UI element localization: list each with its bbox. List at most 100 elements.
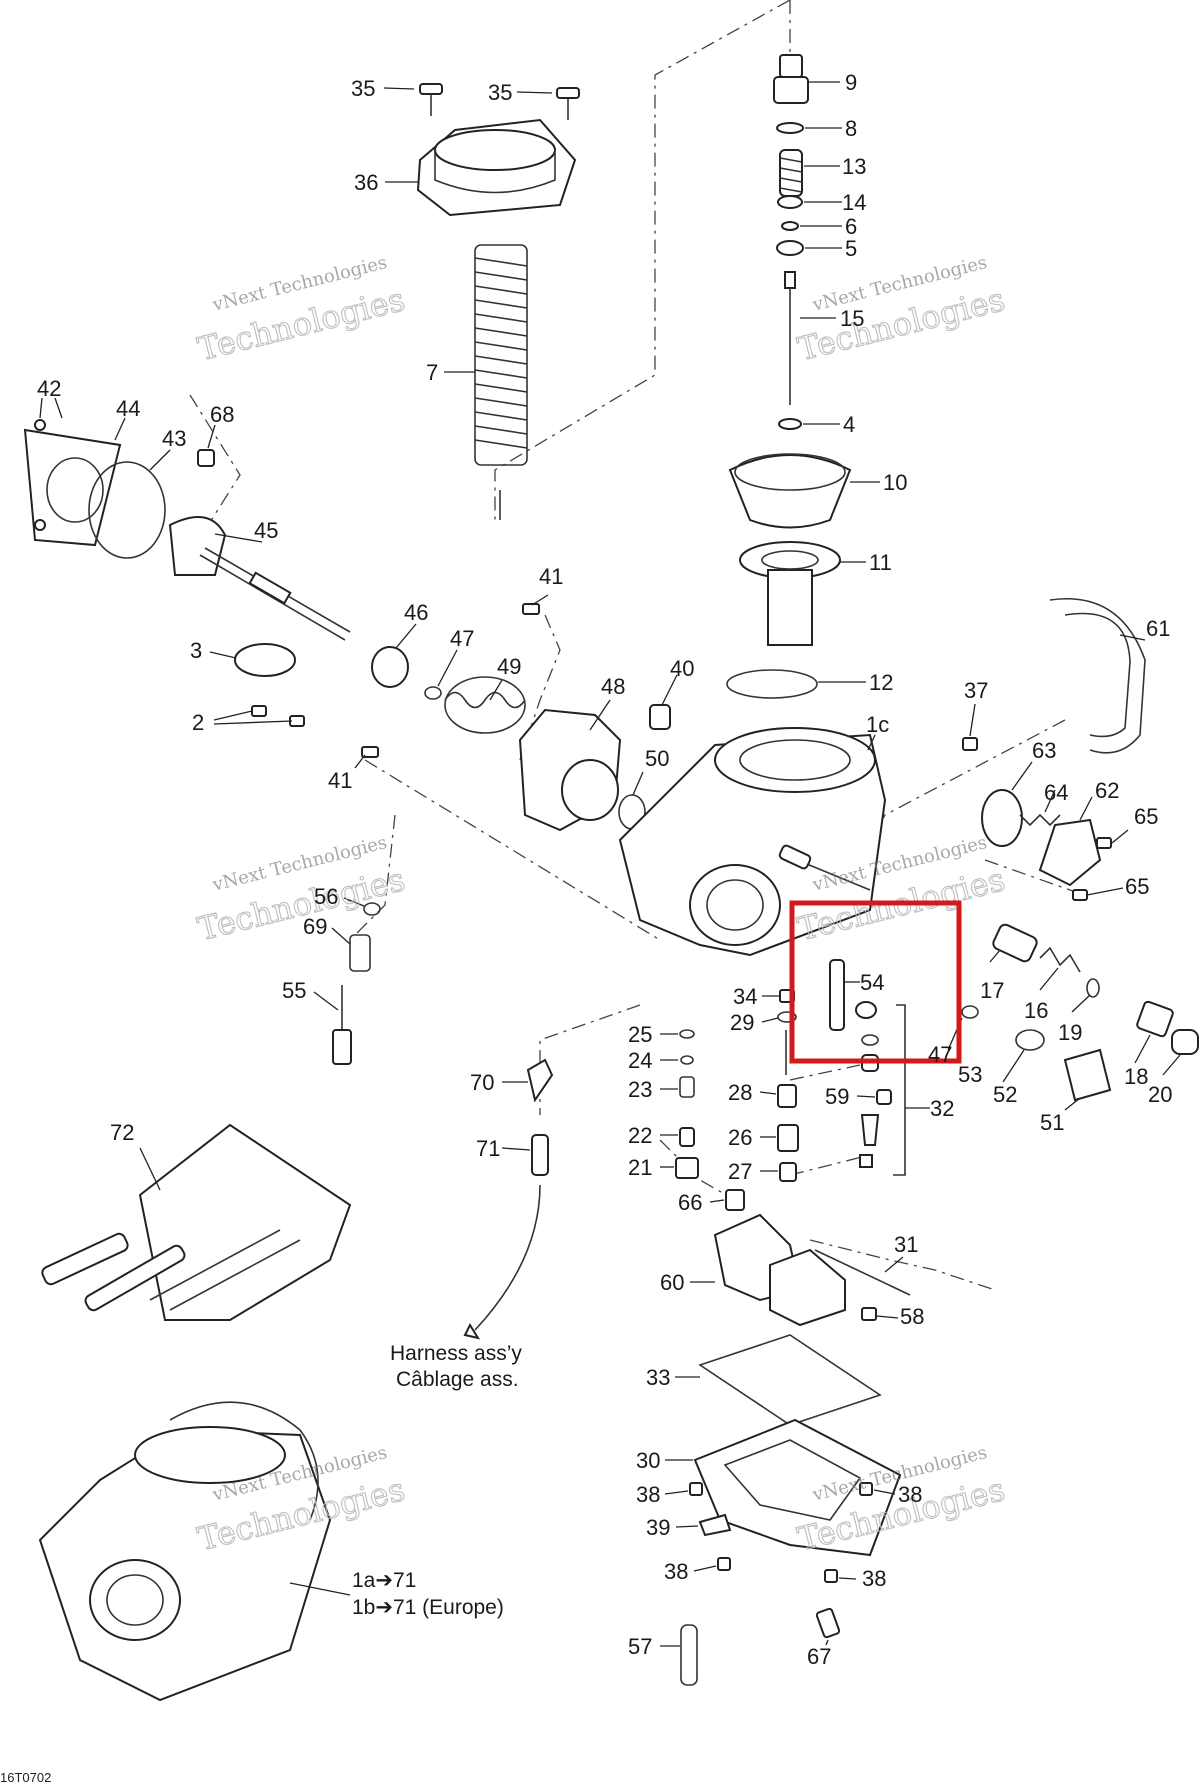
label-56: 56: [314, 884, 338, 909]
part-7-spring: [474, 244, 528, 520]
label-57: 57: [628, 1634, 652, 1659]
label-1c: 1c: [866, 712, 889, 737]
label-14: 14: [842, 190, 866, 215]
label-64: 64: [1044, 780, 1068, 805]
label-45: 45: [254, 518, 278, 543]
part-16-spring: [1039, 946, 1081, 973]
label-46: 46: [404, 600, 428, 625]
part-63-plate: [981, 789, 1023, 847]
label-50: 50: [645, 746, 669, 771]
part-40-plug: [649, 704, 671, 730]
label-23: 23: [628, 1077, 652, 1102]
part-29-washer: [777, 1011, 797, 1023]
label-2: 2: [192, 710, 204, 735]
part-3-throttle-plate: [234, 643, 296, 677]
assembly-note-line1: 1a➔71: [352, 1569, 416, 1592]
part-10-diaphragm: [728, 453, 852, 529]
label-53: 53: [958, 1062, 982, 1087]
label-34: 34: [733, 984, 757, 1009]
label-51: 51: [1040, 1110, 1064, 1135]
label-40: 40: [670, 656, 694, 681]
part-2-screws: [251, 705, 305, 727]
label-72: 72: [110, 1120, 134, 1145]
part-58-screw: [861, 1307, 877, 1321]
label-71: 71: [476, 1136, 500, 1161]
label-25: 25: [628, 1022, 652, 1047]
label-17: 17: [980, 978, 1004, 1003]
label-41b: 41: [328, 768, 352, 793]
label-22: 22: [628, 1123, 652, 1148]
part-25-24-23-22-21-pilot-jet-stack: [675, 1029, 699, 1179]
part-labels: 35 35 36 7 9 8 13 14 6 5 15 4 10 11 12 1…: [37, 70, 1172, 1669]
part-1c-carburetor-body: [618, 727, 887, 957]
part-62-cover: [1038, 818, 1102, 887]
part-51-cap: [1063, 1048, 1112, 1102]
part-53-washer: [961, 1005, 979, 1019]
label-42: 42: [37, 376, 61, 401]
label-26: 26: [728, 1125, 752, 1150]
label-38a: 38: [636, 1482, 660, 1507]
label-43: 43: [162, 426, 186, 451]
label-20: 20: [1148, 1082, 1172, 1107]
label-11: 11: [869, 550, 892, 575]
part-56-o-ring: [363, 902, 381, 916]
label-32: 32: [930, 1096, 954, 1121]
part-37-screw: [962, 737, 978, 751]
label-47a: 47: [450, 626, 474, 651]
part-64-spring: [1019, 813, 1061, 827]
part-70-bracket: [526, 1058, 554, 1103]
assembly-note-line2: 1b➔71 (Europe): [352, 1596, 504, 1619]
part-67-drain-screw: [815, 1607, 841, 1639]
part-11-piston-slide: [739, 541, 841, 646]
harness-note-en: Harness ass’y: [390, 1342, 522, 1365]
label-3: 3: [190, 638, 202, 663]
label-63: 63: [1032, 738, 1056, 763]
label-37: 37: [964, 678, 988, 703]
label-15: 15: [840, 306, 864, 331]
label-19: 19: [1058, 1020, 1082, 1045]
part-46-bushing: [371, 646, 409, 688]
part-61-vent-hose: [1049, 598, 1146, 754]
label-48: 48: [601, 674, 625, 699]
label-4: 4: [843, 412, 855, 437]
notes: Harness ass’y Câblage ass. 1a➔71 1b➔71 (…: [352, 1342, 522, 1619]
part-39-bracket: [698, 1513, 732, 1537]
part-36-top-cover: [416, 118, 577, 217]
highlight-box: [789, 900, 962, 1064]
part-needle-stack: [773, 54, 809, 430]
part-18-nut: [1136, 1000, 1174, 1038]
label-8: 8: [845, 116, 857, 141]
part-35-screws: [419, 83, 580, 120]
part-12-ring: [726, 669, 818, 699]
part-65-screws: [1072, 837, 1112, 901]
part-59-seat: [859, 1089, 892, 1168]
label-68: 68: [210, 402, 234, 427]
label-29: 29: [730, 1010, 754, 1035]
part-43-gasket: [88, 461, 166, 559]
part-32-float-valve-set: [855, 1001, 906, 1176]
part-17-choke-plunger: [992, 923, 1038, 963]
label-47b: 47: [928, 1042, 952, 1067]
label-6: 6: [845, 214, 857, 239]
part-66-plug: [725, 1189, 745, 1211]
label-28: 28: [728, 1080, 752, 1105]
leader-lines: [39, 81, 1181, 1647]
part-47-washer: [424, 686, 442, 700]
label-60: 60: [660, 1270, 684, 1295]
part-55-pilot-screw: [332, 985, 352, 1065]
part-57-tube: [680, 1624, 698, 1686]
label-38c: 38: [664, 1559, 688, 1584]
label-7: 7: [426, 360, 438, 385]
label-18: 18: [1124, 1064, 1148, 1089]
label-66: 66: [678, 1190, 702, 1215]
label-33: 33: [646, 1365, 670, 1390]
label-70: 70: [470, 1070, 494, 1095]
label-44: 44: [116, 396, 140, 421]
label-58: 58: [900, 1304, 924, 1329]
harness-note-fr: Câblage ass.: [396, 1368, 519, 1391]
label-27: 27: [728, 1159, 752, 1184]
part-41-screws: [361, 603, 540, 758]
part-44-cover-plate: [23, 419, 122, 547]
label-69: 69: [303, 914, 327, 939]
part-19-o-ring: [1086, 978, 1100, 998]
